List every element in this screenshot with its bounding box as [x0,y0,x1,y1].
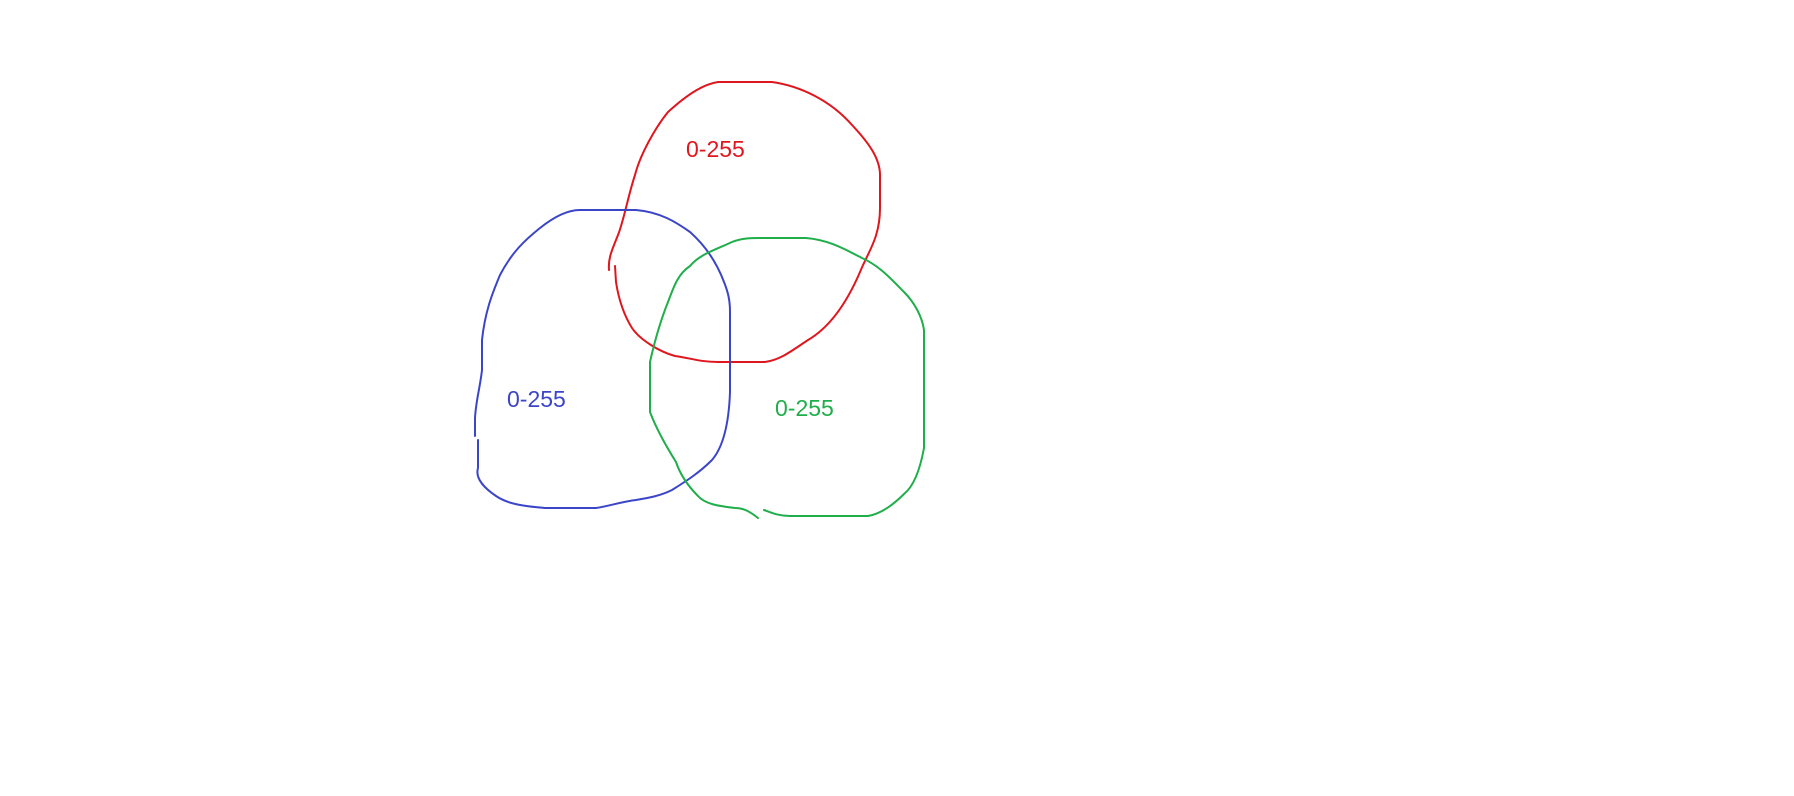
green-loop [649,237,925,519]
blue-loop [474,209,731,509]
red-loop [607,81,881,363]
blue-label: 0-255 [507,386,566,412]
red-label: 0-255 [686,136,745,162]
green-label: 0-255 [775,395,834,421]
